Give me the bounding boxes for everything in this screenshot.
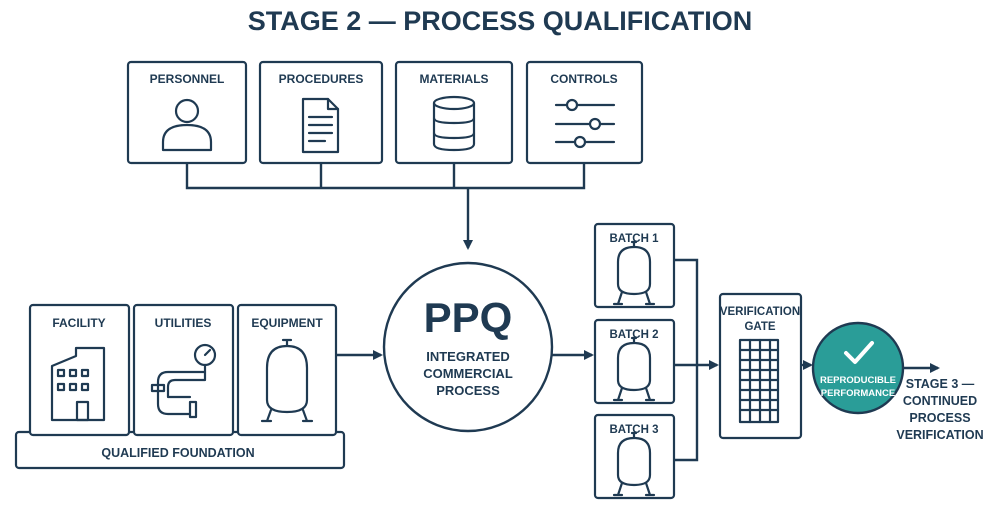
person-icon (161, 98, 213, 152)
input-controls: CONTROLS (525, 60, 644, 165)
batch-3: BATCH 3 (593, 413, 676, 500)
svg-text:EQUIPMENT: EQUIPMENT (251, 316, 323, 330)
qualified-foundation: QUALIFIED FOUNDATION (14, 430, 346, 470)
check-icon (844, 341, 874, 364)
svg-text:GATE: GATE (744, 321, 775, 333)
document-icon (301, 97, 340, 154)
drum-icon (432, 95, 476, 152)
foundation-utilities: UTILITIES (132, 303, 235, 437)
verification-gate: VERIFICATION GATE (718, 292, 803, 440)
svg-text:PROCEDURES: PROCEDURES (279, 72, 364, 86)
vessel-icon (260, 338, 314, 423)
svg-text:PERSONNEL: PERSONNEL (150, 72, 225, 86)
pipe-gauge-icon (150, 343, 217, 419)
svg-text:COMMERCIAL: COMMERCIAL (423, 366, 513, 381)
next-stage-label: STAGE 3 — CONTINUED PROCESS VERIFICATION (896, 377, 983, 442)
svg-text:PROCESS: PROCESS (909, 411, 970, 425)
page-title: STAGE 2 — PROCESS QUALIFICATION (248, 6, 753, 36)
input-procedures: PROCEDURES (258, 60, 384, 165)
foundation-facility: FACILITY (28, 303, 131, 437)
building-icon (50, 346, 106, 422)
svg-text:INTEGRATED: INTEGRATED (426, 349, 510, 364)
svg-text:PPQ: PPQ (424, 294, 513, 341)
svg-text:MATERIALS: MATERIALS (419, 72, 488, 86)
svg-text:VERIFICATION: VERIFICATION (896, 428, 983, 442)
svg-text:FACILITY: FACILITY (52, 316, 105, 330)
svg-text:STAGE 3 —: STAGE 3 — (906, 377, 975, 391)
svg-text:PERFORMANCE: PERFORMANCE (821, 388, 895, 399)
batch-2: BATCH 2 (593, 318, 676, 405)
svg-text:CONTINUED: CONTINUED (903, 394, 977, 408)
svg-text:PROCESS: PROCESS (436, 383, 500, 398)
sliders-icon (554, 98, 616, 149)
svg-text:BATCH 1: BATCH 1 (610, 233, 660, 245)
foundation-equipment: EQUIPMENT (236, 303, 338, 437)
svg-text:CONTROLS: CONTROLS (550, 72, 617, 86)
input-materials: MATERIALS (394, 60, 514, 165)
reproducible-performance: REPRODUCIBLE PERFORMANCE (811, 321, 905, 415)
ppq-node: PPQ INTEGRATED COMMERCIAL PROCESS (382, 261, 554, 433)
batch-1: BATCH 1 (593, 222, 676, 309)
svg-text:BATCH 2: BATCH 2 (610, 329, 659, 341)
svg-text:BATCH 3: BATCH 3 (610, 424, 659, 436)
svg-text:UTILITIES: UTILITIES (155, 316, 212, 330)
input-personnel: PERSONNEL (126, 60, 248, 165)
svg-text:VERIFICATION: VERIFICATION (720, 306, 800, 318)
svg-text:QUALIFIED FOUNDATION: QUALIFIED FOUNDATION (101, 446, 254, 460)
grid-panel-icon (738, 338, 780, 424)
svg-text:REPRODUCIBLE: REPRODUCIBLE (820, 375, 896, 386)
